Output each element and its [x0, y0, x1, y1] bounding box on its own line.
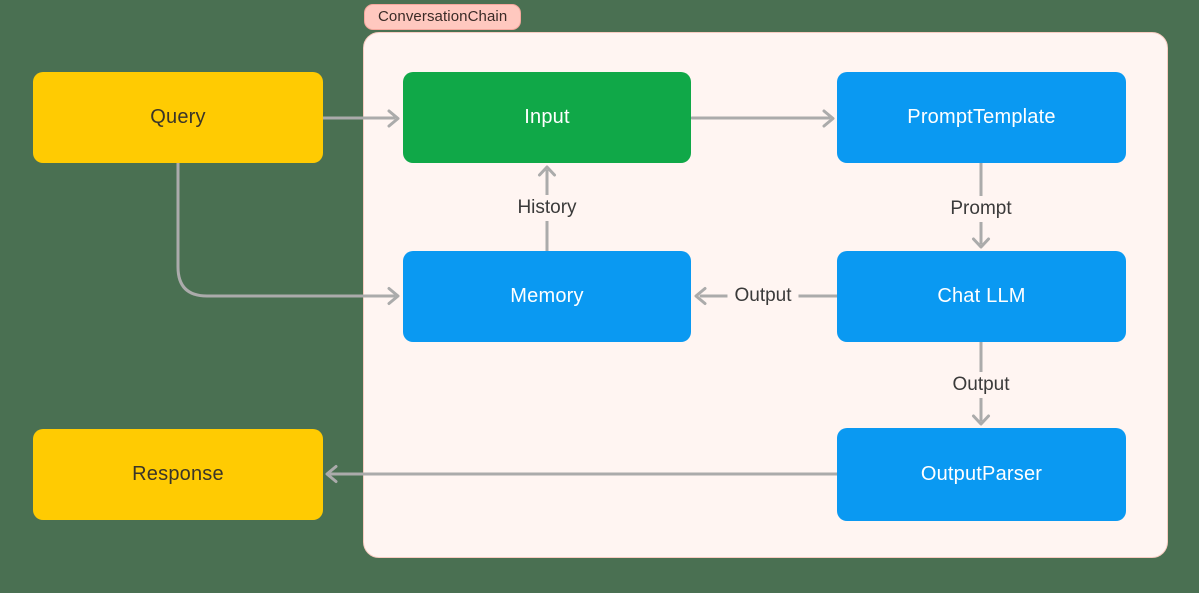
arrowhead-memory-to-input [538, 165, 556, 177]
memory-node: Memory [403, 251, 691, 342]
arrowhead-input-to-prompttemplate [822, 109, 835, 128]
edge-label-prompt: Prompt [943, 196, 1019, 222]
arrowhead-query-to-input [387, 109, 400, 128]
query-node: Query [33, 72, 323, 163]
arrowhead-query-to-memory [387, 287, 400, 305]
conversation-chain-badge: ConversationChain [364, 4, 522, 30]
arrowhead-chatllm-to-outputparser [972, 414, 990, 426]
edge-label-history: History [510, 195, 584, 221]
edge-label-output-to-parser: Output [945, 372, 1017, 398]
arrowhead-chatllm-to-memory [694, 287, 707, 305]
chat-llm-node: Chat LLM [837, 251, 1126, 342]
arrowhead-outputparser-to-response [325, 465, 338, 483]
response-node: Response [33, 429, 323, 520]
output-parser-node: OutputParser [837, 428, 1126, 521]
arrowhead-prompttemplate-to-chatllm [972, 237, 990, 249]
edge-query-to-memory [176, 161, 396, 298]
prompt-template-node: PromptTemplate [837, 72, 1126, 163]
edge-label-output-to-memory: Output [727, 283, 799, 309]
input-node: Input [403, 72, 691, 163]
